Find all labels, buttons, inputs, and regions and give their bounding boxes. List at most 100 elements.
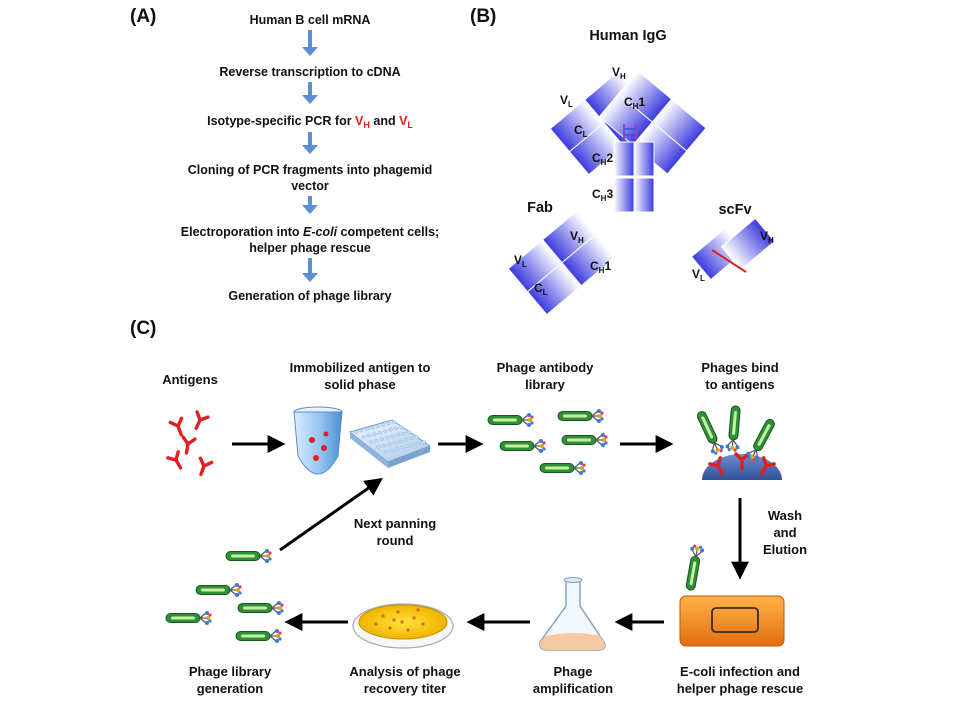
pcr-vh-sub: H — [363, 120, 370, 130]
infection-label-2: helper phage rescue — [677, 681, 803, 696]
step-pcr: Isotype-specific PCR for VH and VL — [207, 114, 413, 130]
scfv-linker — [711, 249, 747, 273]
microplate-well — [391, 420, 397, 424]
microplate-well — [395, 433, 401, 437]
microplate-well — [401, 431, 406, 435]
microplate-well — [370, 426, 375, 430]
igg-title: Human IgG — [589, 28, 666, 44]
microplate-well — [397, 439, 403, 443]
pcr-and: and — [370, 114, 399, 128]
petri-dish-icon — [352, 603, 454, 649]
flow-arrow-head — [302, 273, 318, 282]
microplate-well — [381, 444, 387, 448]
fab-cl-label: CL — [534, 281, 548, 297]
step-mrna: Human B cell mRNA — [250, 13, 371, 27]
microplate-well — [390, 434, 395, 438]
microplate-well — [414, 435, 419, 439]
generation-label-1: Phage library — [189, 664, 272, 679]
antigen-cluster — [166, 410, 214, 479]
colony-dot — [374, 622, 378, 626]
microplate-well — [399, 425, 404, 429]
infection-label-1: E-coli infection and — [680, 664, 800, 679]
colony-dot — [388, 626, 392, 630]
ecoli-box-icon — [679, 543, 785, 647]
titer-label-1: Analysis of phage — [349, 664, 460, 679]
microplate-well — [364, 427, 370, 431]
scfv-title: scFv — [718, 202, 751, 218]
wash-label-1: Wash — [768, 508, 802, 523]
arrow-next-round — [279, 477, 383, 552]
library-label-1: Phage antibody — [497, 360, 595, 375]
step-electroporation-2: helper phage rescue — [249, 241, 371, 255]
microplate-well — [383, 450, 389, 454]
colony-dot — [400, 620, 404, 624]
flow-arrow-head — [302, 47, 318, 56]
wash-label-2: and — [773, 525, 796, 540]
step-rt: Reverse transcription to cDNA — [219, 65, 400, 79]
amplification-label-1: Phage — [553, 664, 592, 679]
colony-dot — [412, 616, 416, 620]
fab-title: Fab — [527, 200, 553, 216]
microplate-well — [394, 447, 400, 451]
colony-dot — [396, 610, 400, 614]
bind-label-2: to antigens — [705, 377, 774, 392]
elec-suffix: competent cells; — [337, 225, 439, 239]
step-electroporation-1: Electroporation into E-coli competent ce… — [181, 225, 439, 239]
phage-generation-cluster — [165, 548, 285, 644]
microplate-icon — [348, 419, 432, 468]
colony-dot — [392, 618, 396, 622]
fab-vl-label: VL — [514, 253, 527, 269]
fab-ch1-label: CH1 — [590, 259, 611, 275]
microplate-well — [385, 436, 390, 440]
immobilized-label-1: Immobilized antigen to — [290, 360, 431, 375]
igg-ch1-label: CH1 — [624, 95, 645, 111]
flask-icon — [538, 577, 606, 651]
microplate-well — [405, 444, 410, 448]
step-cloning-1: Cloning of PCR fragments into phagemid — [188, 163, 432, 177]
fab-fragment — [507, 210, 616, 316]
scfv-vl-label: VL — [692, 267, 705, 283]
igg-fc — [613, 141, 655, 213]
scfv-vh-label: VH — [760, 229, 774, 245]
phage-binding-icon — [693, 404, 782, 480]
flow-arrow-head — [302, 145, 318, 154]
panel-a-label: (A) — [130, 6, 156, 27]
microplate-well — [416, 441, 421, 445]
microplate-well — [403, 438, 408, 442]
microplate-well — [361, 435, 366, 439]
microplate-well — [408, 436, 414, 440]
immobilized-label-2: solid phase — [324, 377, 396, 392]
pcr-vh: V — [355, 114, 364, 128]
pcr-vl: V — [399, 114, 408, 128]
colony-dot — [421, 622, 425, 626]
microplate-well — [388, 428, 393, 432]
colony-dot — [416, 608, 420, 612]
next-label-1: Next panning — [354, 516, 436, 531]
step-cloning-2: vector — [291, 179, 329, 193]
microplate-well — [386, 421, 391, 425]
next-label-2: round — [377, 533, 414, 548]
generation-label-2: generation — [197, 681, 264, 696]
microplate-well — [353, 430, 359, 434]
igg-right-arm — [598, 70, 707, 175]
flow-arrow-head — [302, 95, 318, 104]
microplate-well — [372, 432, 377, 436]
elec-prefix: Electroporation into — [181, 225, 303, 239]
fab-vh-label: VH — [570, 229, 584, 245]
microplate-well — [380, 423, 386, 427]
colony-dot — [406, 628, 410, 632]
igg-vh-label: VH — [612, 65, 626, 81]
microplate-well — [376, 445, 381, 449]
wash-label-3: Elution — [763, 542, 807, 557]
microplate-well — [366, 434, 372, 438]
bind-label-1: Phages bind — [701, 360, 778, 375]
flow-arrows — [302, 30, 318, 282]
microplate-well — [377, 431, 383, 435]
igg-cl-label: CL — [574, 123, 588, 139]
colony-dot — [381, 614, 385, 618]
igg-vl-label: VL — [560, 93, 573, 109]
process-arrows — [232, 435, 749, 631]
titer-label-2: recovery titer — [364, 681, 446, 696]
microplate-well — [393, 426, 399, 430]
